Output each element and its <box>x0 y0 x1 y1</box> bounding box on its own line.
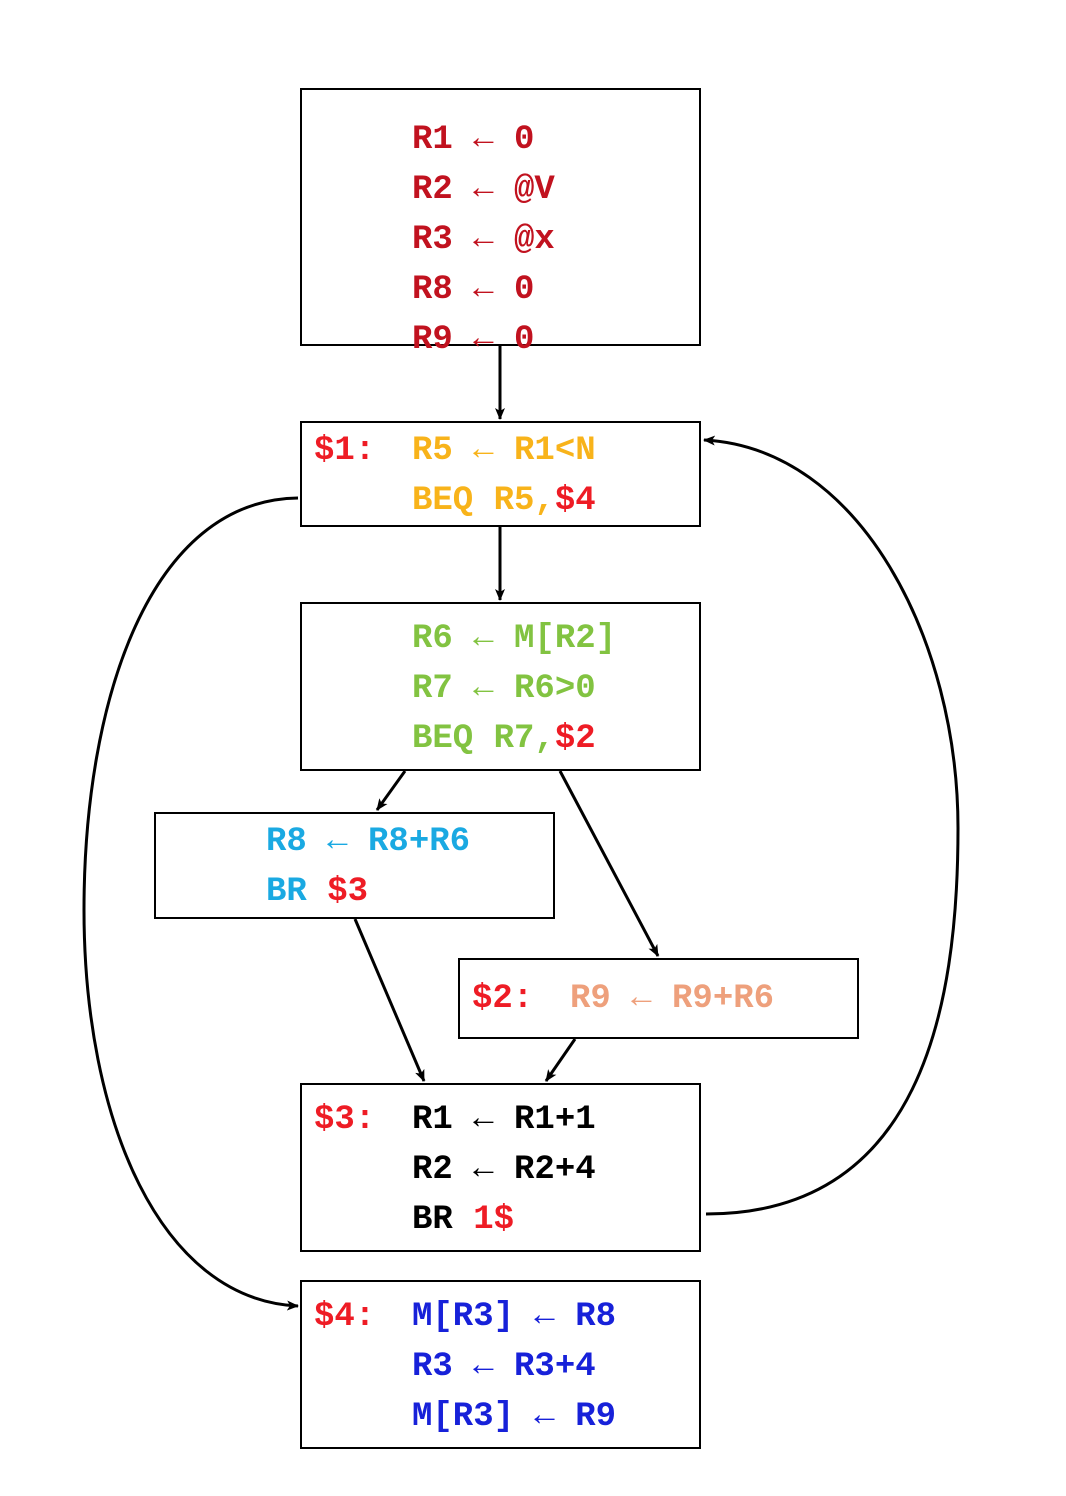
edge-s2-to-s3 <box>544 1038 577 1082</box>
instruction: M[R3] ← R8 <box>412 1292 616 1342</box>
instruction-line: R7 ← R6>0 <box>302 664 699 714</box>
instruction: R3 ← @x <box>412 215 555 265</box>
instruction: BR $3 <box>266 867 368 917</box>
instruction-text: R8 ← R8+R6 <box>266 823 471 861</box>
instruction: R6 ← M[R2] <box>412 614 616 664</box>
instruction-line: M[R3] ← R9 <box>302 1392 699 1442</box>
instruction: R8 ← R8+R6 <box>266 817 470 867</box>
instruction-text: R9 ← 0 <box>412 321 535 359</box>
instruction-line: BEQ R7,$2 <box>302 714 699 764</box>
instruction-line: $2: R9 ← R9+R6 <box>460 974 857 1024</box>
instruction-text: R2 ← R2+4 <box>412 1151 596 1189</box>
edge-s3-to-s1 <box>703 435 960 1216</box>
block-label: $4: <box>314 1298 376 1336</box>
instruction-line: R9 ← 0 <box>302 315 699 365</box>
block-label: $3: <box>314 1101 376 1139</box>
edge-body-to-then <box>375 770 407 811</box>
instruction-text: R7 ← R6>0 <box>412 670 596 708</box>
branch-target: $3 <box>327 873 369 911</box>
instruction-text: R5 ← R1<N <box>412 432 596 470</box>
instruction-text: R1 ← 0 <box>412 121 535 159</box>
instruction: BEQ R7,$2 <box>412 714 596 764</box>
instruction-text: BR <box>412 1201 474 1239</box>
instruction: R1 ← 0 <box>412 115 534 165</box>
instruction-line: R1 ← 0 <box>302 115 699 165</box>
instruction-text: R1 ← R1+1 <box>412 1101 596 1139</box>
instruction: R9 ← 0 <box>412 315 534 365</box>
instruction: R2 ← R2+4 <box>412 1145 596 1195</box>
branch-target: 1$ <box>473 1201 515 1239</box>
instruction: R7 ← R6>0 <box>412 664 596 714</box>
instruction-text: R2 ← @V <box>412 171 555 209</box>
instruction: BR 1$ <box>412 1195 514 1245</box>
instruction-line: $4: M[R3] ← R8 <box>302 1292 699 1342</box>
instruction-line: BR 1$ <box>302 1195 699 1245</box>
instruction-text: R8 ← 0 <box>412 271 535 309</box>
instruction: R5 ← R1<N <box>412 426 596 476</box>
instruction-line: R3 ← @x <box>302 215 699 265</box>
instruction-text: R9 ← R9+R6 <box>570 980 775 1018</box>
instruction-text: M[R3] ← R8 <box>412 1298 617 1336</box>
instruction-text: R3 ← @x <box>412 221 555 259</box>
branch-target: $4 <box>554 482 596 520</box>
edge-s1-to-s4 <box>82 496 299 1311</box>
block-label-2: $2: R9 ← R9+R6 <box>458 958 859 1039</box>
instruction-line: $3: R1 ← R1+1 <box>302 1095 699 1145</box>
block-label-1: $1: R5 ← R1<N BEQ R5,$4 <box>300 421 701 527</box>
block-label: $2: <box>472 980 534 1018</box>
edge-then-to-s3 <box>353 918 426 1082</box>
instruction-line: $1: R5 ← R1<N <box>302 426 699 476</box>
instruction: R8 ← 0 <box>412 265 534 315</box>
instruction-line: BEQ R5,$4 <box>302 476 699 526</box>
edge-body-to-s2 <box>558 770 660 957</box>
instruction-text: BEQ R5, <box>412 482 555 520</box>
instruction-text: R6 ← M[R2] <box>412 620 617 658</box>
instruction-line: R8 ← 0 <box>302 265 699 315</box>
branch-target: $2 <box>554 720 596 758</box>
instruction: BEQ R5,$4 <box>412 476 596 526</box>
instruction-line: R2 ← R2+4 <box>302 1145 699 1195</box>
instruction-line: R8 ← R8+R6 <box>156 817 553 867</box>
instruction: R9 ← R9+R6 <box>570 974 774 1024</box>
instruction-line: R3 ← R3+4 <box>302 1342 699 1392</box>
block-label: $1: <box>314 432 376 470</box>
instruction: R1 ← R1+1 <box>412 1095 596 1145</box>
instruction: R2 ← @V <box>412 165 555 215</box>
instruction-text: R3 ← R3+4 <box>412 1348 596 1386</box>
block-entry: R1 ← 0 R2 ← @V R3 ← @x R8 ← 0 R9 ← 0 <box>300 88 701 359</box>
instruction-text: BR <box>266 873 328 911</box>
instruction-line: BR $3 <box>156 867 553 917</box>
instruction: R3 ← R3+4 <box>412 1342 596 1392</box>
instruction-line: R6 ← M[R2] <box>302 614 699 664</box>
instruction: M[R3] ← R9 <box>412 1392 616 1442</box>
instruction-line: R2 ← @V <box>302 165 699 215</box>
instruction-text: BEQ R7, <box>412 720 555 758</box>
instruction-text: M[R3] ← R9 <box>412 1398 617 1436</box>
